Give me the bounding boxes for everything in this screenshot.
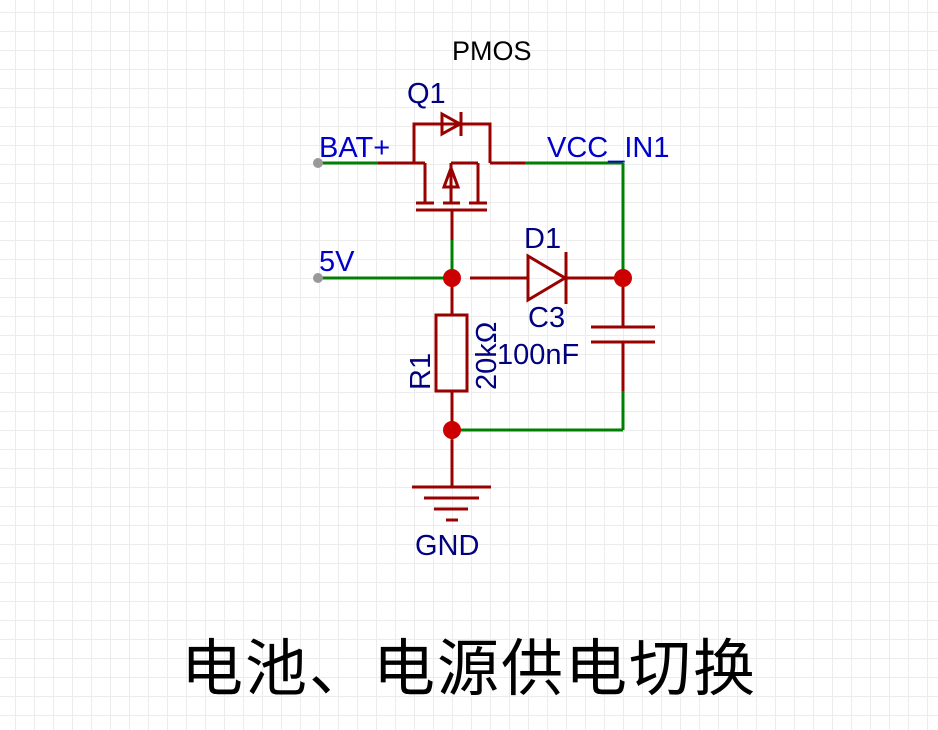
junction-gnd xyxy=(443,421,461,439)
junction-vcc xyxy=(614,269,632,287)
port-5v-dot[interactable] xyxy=(313,273,323,283)
q1-value-label: PMOS xyxy=(452,36,532,66)
net-label-bat: BAT+ xyxy=(319,132,390,164)
r1-value: 20kΩ xyxy=(471,322,503,390)
net-label-gnd: GND xyxy=(415,530,479,562)
c3-capacitor[interactable] xyxy=(591,278,655,391)
net-label-vcc: VCC_IN1 xyxy=(547,132,670,164)
r1-designator: R1 xyxy=(405,353,437,390)
d1-diode[interactable] xyxy=(470,252,623,304)
components xyxy=(378,111,655,522)
port-bat-dot[interactable] xyxy=(313,158,323,168)
junction-5v xyxy=(443,269,461,287)
q1-designator: Q1 xyxy=(407,78,446,110)
d1-designator: D1 xyxy=(524,223,561,255)
c3-designator: C3 xyxy=(528,302,565,334)
wires xyxy=(318,161,625,440)
net-label-5v: 5V xyxy=(319,246,355,278)
r1-resistor[interactable] xyxy=(434,278,469,430)
diagram-title: 电池、电源供电切换 xyxy=(180,632,757,705)
c3-value: 100nF xyxy=(497,339,579,371)
q1-pmos[interactable] xyxy=(378,111,525,240)
junctions xyxy=(443,269,632,439)
gnd-symbol[interactable] xyxy=(412,440,491,522)
